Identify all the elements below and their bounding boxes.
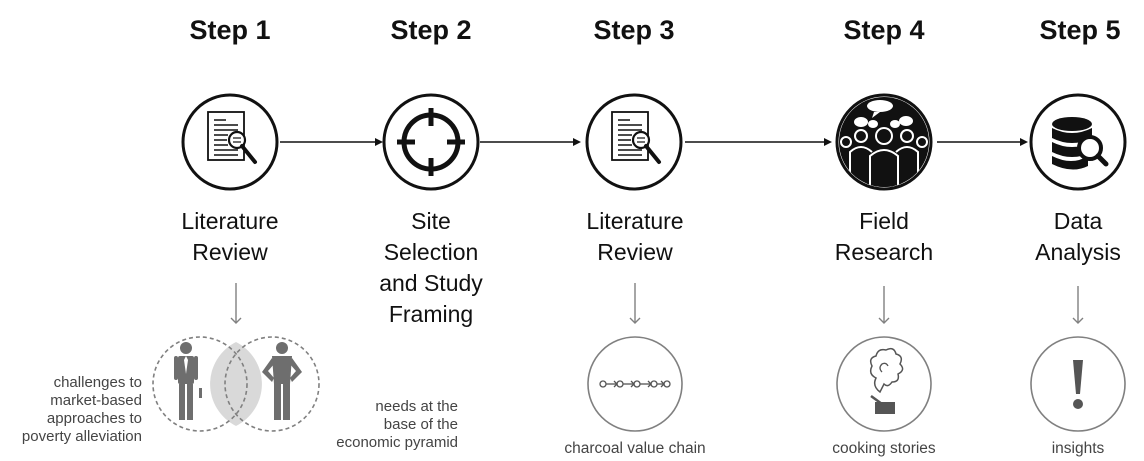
crosshair-icon (397, 108, 465, 176)
database-search-icon (1052, 117, 1109, 170)
step5-label: Data Analysis (1035, 208, 1121, 265)
worker-icon (262, 342, 302, 420)
people-speech-icon (839, 97, 929, 187)
step5-title: Step 5 (1039, 15, 1121, 45)
insights-caption: insights (1051, 440, 1105, 457)
insights-circle (1030, 336, 1126, 432)
step2-title: Step 2 (390, 15, 472, 45)
value-chain-circle (587, 336, 683, 432)
cooking-circle (836, 336, 932, 432)
exclamation-icon (1073, 360, 1083, 409)
step3-title: Step 3 (593, 15, 675, 45)
step1-title: Step 1 (189, 15, 271, 45)
venn-right-annotation: needs at the base of the economic pyrami… (336, 398, 458, 451)
value-chain-icon (599, 380, 671, 388)
step2-label: Site Selection and Study Framing (379, 208, 483, 327)
venn-diagram (152, 336, 320, 432)
output-arrows (230, 283, 1084, 324)
cooking-caption: cooking stories (832, 440, 936, 457)
step4-title: Step 4 (843, 15, 925, 45)
step1-label: Literature Review (181, 208, 279, 265)
document-magnifier-icon (611, 111, 661, 164)
step2-circle (382, 93, 480, 191)
step3-label: Literature Review (586, 208, 684, 265)
flow-arrows (280, 138, 1028, 146)
step4-label: Field Research (834, 208, 934, 265)
document-magnifier-icon (207, 111, 257, 164)
smoke-stove-icon (869, 347, 904, 414)
value-chain-caption: charcoal value chain (564, 440, 706, 457)
businessman-icon (174, 342, 202, 420)
venn-left-annotation: challenges to market-based approaches to… (21, 374, 142, 445)
